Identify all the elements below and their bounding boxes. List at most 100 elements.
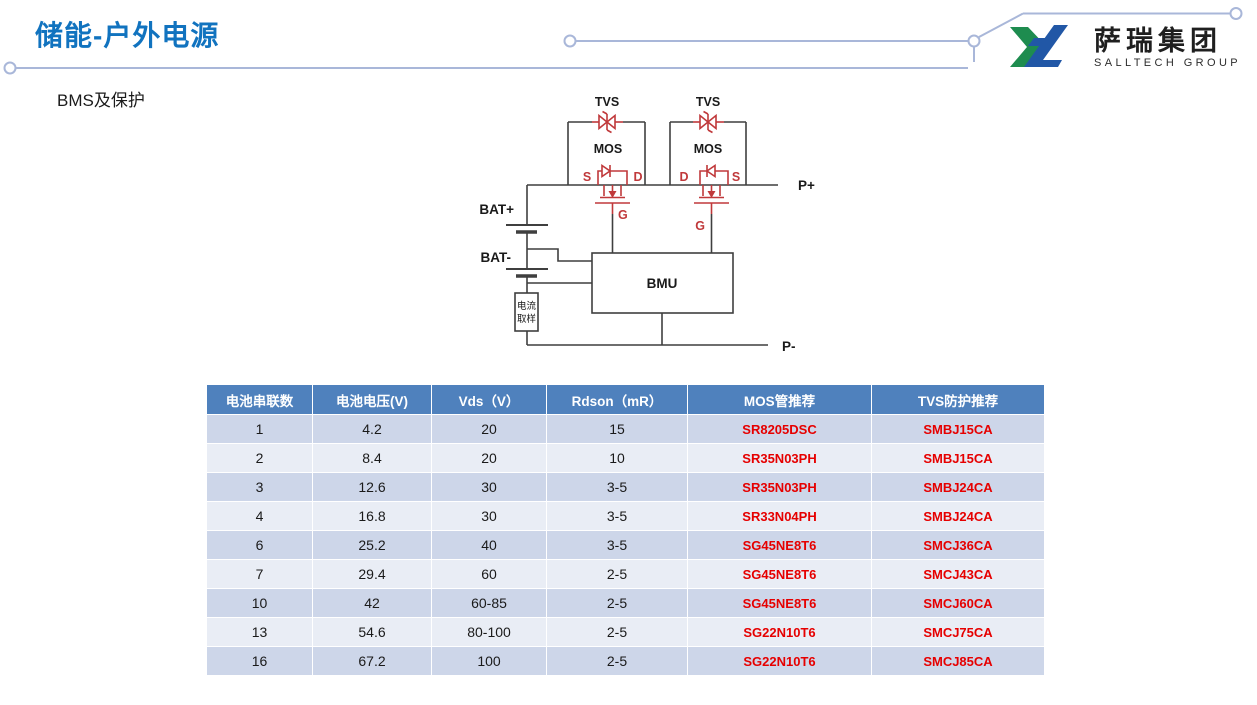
tvs-label-left: TVS	[595, 95, 619, 109]
tvs-diode-symbol-left	[592, 110, 623, 134]
cell-vds: 80-100	[431, 617, 547, 647]
cell-rdson: 10	[546, 443, 688, 473]
cell-vds: 30	[431, 472, 547, 502]
table-row: 7 29.4 60 2-5 SG45NE8T6 SMCJ43CA	[206, 559, 1045, 589]
table-row: 2 8.4 20 10 SR35N03PH SMBJ15CA	[206, 443, 1045, 473]
cell-rdson: 3-5	[546, 530, 688, 560]
cell-battery-voltage: 29.4	[312, 559, 432, 589]
cell-rdson: 2-5	[546, 559, 688, 589]
cell-vds: 40	[431, 530, 547, 560]
section-subtitle: BMS及保护	[57, 91, 145, 110]
drain-label-left: D	[633, 170, 642, 184]
cell-series-count: 2	[206, 443, 313, 473]
cell-tvs-part: SMCJ85CA	[871, 646, 1045, 676]
cell-rdson: 3-5	[546, 501, 688, 531]
cell-tvs-part: SMBJ15CA	[871, 414, 1045, 444]
cell-vds: 60-85	[431, 588, 547, 618]
cell-series-count: 10	[206, 588, 313, 618]
source-label-right: S	[732, 170, 740, 184]
cell-vds: 30	[431, 501, 547, 531]
cell-battery-voltage: 4.2	[312, 414, 432, 444]
cell-rdson: 2-5	[546, 588, 688, 618]
cell-battery-voltage: 42	[312, 588, 432, 618]
current-sense-label-line1: 电流	[517, 300, 537, 312]
p-plus-label: P+	[798, 178, 815, 193]
logo-name-en: SALLTECH GROUP	[1094, 57, 1242, 69]
cell-series-count: 16	[206, 646, 313, 676]
mos-label-right: MOS	[694, 142, 722, 156]
cell-tvs-part: SMCJ36CA	[871, 530, 1045, 560]
tvs-label-right: TVS	[696, 95, 720, 109]
cell-rdson: 2-5	[546, 646, 688, 676]
cell-mos-part: SR8205DSC	[687, 414, 872, 444]
header-rdson: Rdson（mR）	[546, 384, 688, 415]
gate-label-left: G	[618, 208, 628, 222]
cell-mos-part: SG45NE8T6	[687, 530, 872, 560]
header-series-count: 电池串联数	[206, 384, 313, 415]
cell-tvs-part: SMBJ24CA	[871, 501, 1045, 531]
logo-name-cn: 萨瑞集团	[1094, 26, 1222, 56]
cell-tvs-part: SMBJ24CA	[871, 472, 1045, 502]
bms-circuit-diagram: TVS TVS MOS MOS BAT+ BAT- BMU P+ P- 电流 取…	[479, 95, 815, 354]
cell-mos-part: SG22N10T6	[687, 617, 872, 647]
table-row: 16 67.2 100 2-5 SG22N10T6 SMCJ85CA	[206, 646, 1045, 676]
drain-label-right: D	[679, 170, 688, 184]
cell-rdson: 3-5	[546, 472, 688, 502]
table-row: 10 42 60-85 2-5 SG45NE8T6 SMCJ60CA	[206, 588, 1045, 618]
cell-mos-part: SG45NE8T6	[687, 588, 872, 618]
cell-series-count: 1	[206, 414, 313, 444]
cell-vds: 20	[431, 443, 547, 473]
cell-vds: 60	[431, 559, 547, 589]
cell-rdson: 2-5	[546, 617, 688, 647]
cell-series-count: 13	[206, 617, 313, 647]
gate-label-right: G	[695, 219, 705, 233]
bmu-box	[591, 252, 734, 314]
source-label-left: S	[583, 170, 591, 184]
recommendation-table: 电池串联数 电池电压(V) Vds（V） Rdson（mR） MOS管推荐 TV…	[206, 384, 1045, 676]
cell-tvs-part: SMBJ15CA	[871, 443, 1045, 473]
cell-series-count: 3	[206, 472, 313, 502]
cell-battery-voltage: 54.6	[312, 617, 432, 647]
cell-battery-voltage: 8.4	[312, 443, 432, 473]
cell-series-count: 4	[206, 501, 313, 531]
mosfet-symbol-right	[694, 163, 729, 214]
cell-battery-voltage: 16.8	[312, 501, 432, 531]
header-tvs-recommendation: TVS防护推荐	[871, 384, 1045, 415]
table-row: 13 54.6 80-100 2-5 SG22N10T6 SMCJ75CA	[206, 617, 1045, 647]
cell-mos-part: SR35N03PH	[687, 443, 872, 473]
cell-vds: 20	[431, 414, 547, 444]
cell-battery-voltage: 67.2	[312, 646, 432, 676]
company-logo: 萨瑞集团 SALLTECH GROUP	[1010, 24, 1241, 70]
cell-series-count: 6	[206, 530, 313, 560]
cell-series-count: 7	[206, 559, 313, 589]
header-mos-recommendation: MOS管推荐	[687, 384, 872, 415]
tvs-diode-symbol-right	[693, 110, 724, 134]
cell-battery-voltage: 12.6	[312, 472, 432, 502]
cell-tvs-part: SMCJ60CA	[871, 588, 1045, 618]
cell-mos-part: SG45NE8T6	[687, 559, 872, 589]
cell-vds: 100	[431, 646, 547, 676]
mos-label-left: MOS	[594, 142, 622, 156]
cell-mos-part: SR35N03PH	[687, 472, 872, 502]
header-vds: Vds（V）	[431, 384, 547, 415]
circuit-trace-decoration	[3, 7, 1243, 75]
header-battery-voltage: 电池电压(V)	[312, 384, 432, 415]
bat-minus-label: BAT-	[481, 250, 512, 265]
logo-text: 萨瑞集团 SALLTECH GROUP	[1094, 26, 1241, 69]
cell-tvs-part: SMCJ43CA	[871, 559, 1045, 589]
current-sense-label-line2: 取样	[517, 313, 536, 325]
bat-plus-label: BAT+	[479, 202, 514, 217]
page-title: 储能-户外电源	[35, 20, 220, 51]
p-minus-label: P-	[782, 339, 796, 354]
cell-mos-part: SG22N10T6	[687, 646, 872, 676]
table-row: 4 16.8 30 3-5 SR33N04PH SMBJ24CA	[206, 501, 1045, 531]
cell-rdson: 15	[546, 414, 688, 444]
table-header-row: 电池串联数 电池电压(V) Vds（V） Rdson（mR） MOS管推荐 TV…	[206, 384, 1045, 415]
mosfet-symbol-left	[595, 163, 630, 214]
cell-battery-voltage: 25.2	[312, 530, 432, 560]
table-row: 1 4.2 20 15 SR8205DSC SMBJ15CA	[206, 414, 1045, 444]
logo-mark-icon	[1010, 25, 1068, 67]
table-row: 6 25.2 40 3-5 SG45NE8T6 SMCJ36CA	[206, 530, 1045, 560]
cell-mos-part: SR33N04PH	[687, 501, 872, 531]
cell-tvs-part: SMCJ75CA	[871, 617, 1045, 647]
